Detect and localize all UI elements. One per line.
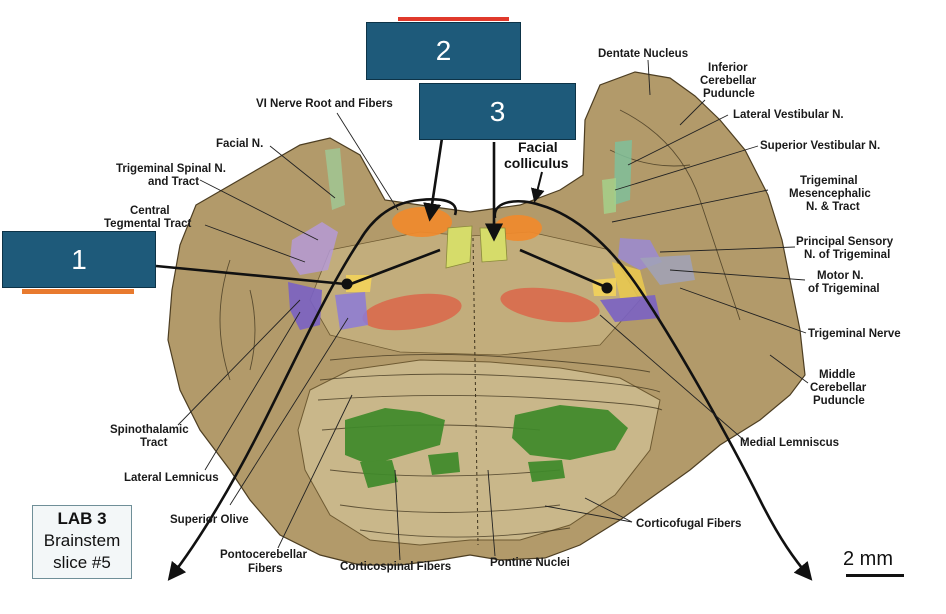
label-mcp-1: Middle	[819, 369, 855, 381]
lab-slice: slice #5	[53, 553, 111, 572]
label-corticospinal: Corticospinal Fibers	[340, 561, 451, 573]
corticospinal-left-3	[428, 452, 460, 475]
label-mcp-3: Puduncle	[813, 395, 865, 407]
mlf-left	[445, 225, 473, 269]
label-facial-colliculus-2: colliculus	[504, 155, 569, 171]
vi-nucleus-right	[494, 215, 542, 241]
number-box-3: 3	[419, 83, 576, 140]
label-spinothalamic-1: Spinothalamic	[110, 424, 189, 436]
label-trig-spinal-1: Trigeminal Spinal N.	[116, 163, 226, 175]
label-lateral-lemniscus: Lateral Lemnicus	[124, 472, 219, 484]
superior-vestibular-right	[602, 178, 616, 214]
facial-n-left	[325, 148, 345, 210]
medial-lemniscus-right	[500, 287, 600, 323]
label-pontocerebellar-1: Pontocerebellar	[220, 549, 307, 561]
medial-lemniscus-left	[362, 293, 462, 331]
corticospinal-right-2	[528, 460, 565, 482]
label-motor-n-2: of Trigeminal	[808, 283, 880, 295]
label-central-tegmental-2: Tegmental Tract	[104, 218, 192, 230]
label-medial-lemniscus: Medial Lemniscus	[740, 437, 839, 449]
number-box-1: 1	[2, 231, 156, 288]
spinothalamic-right	[600, 295, 660, 322]
marker-dot-right	[601, 282, 613, 294]
trigeminal-spinal-left	[290, 222, 338, 275]
label-trig-spinal-2: and Tract	[148, 176, 199, 188]
lateral-vestibular-right	[614, 140, 632, 205]
arrow-right-path	[493, 199, 813, 581]
lab-subtitle: Brainstem	[43, 531, 121, 550]
number-box-2: 2	[366, 22, 521, 80]
label-trig-mes-1: Trigeminal	[800, 175, 858, 187]
label-trig-mes-2: Mesencephalic	[789, 188, 871, 200]
corticospinal-right	[512, 405, 628, 460]
box2-arrow	[423, 137, 444, 222]
vi-nerve-root-line	[347, 248, 609, 290]
label-motor-n-1: Motor N.	[817, 270, 864, 282]
label-spinothalamic-2: Tract	[140, 437, 168, 449]
leader-lines	[177, 59, 809, 561]
label-vi-nerve: VI Nerve Root and Fibers	[256, 98, 393, 110]
label-trigeminal-nerve: Trigeminal Nerve	[808, 328, 901, 340]
scale-bar-label: 2 mm	[843, 548, 893, 570]
superior-olive-left	[335, 292, 368, 330]
label-principal-sensory-1: Principal Sensory	[796, 236, 894, 248]
label-principal-sensory-2: N. of Trigeminal	[804, 249, 890, 261]
label-superior-olive: Superior Olive	[170, 514, 249, 526]
pons-section	[167, 71, 806, 566]
label-inferior-cerebellar-2: Cerebellar	[700, 75, 757, 87]
colored-structures	[288, 140, 695, 331]
box1-line	[155, 264, 346, 286]
annotation-arrows	[155, 137, 813, 581]
label-mcp-2: Cerebellar	[810, 382, 867, 394]
label-pontocerebellar-2: Fibers	[248, 563, 283, 575]
label-corticofugal: Corticofugal Fibers	[636, 518, 741, 530]
facial-colliculus-arrow	[530, 171, 545, 203]
label-central-tegmental-1: Central	[130, 205, 170, 217]
corticospinal-bundles	[345, 405, 628, 488]
structure-labels: Dentate Nucleus Inferior Cerebellar Pudu…	[104, 48, 901, 575]
accent-bar-orange	[22, 289, 134, 294]
accent-bar-red	[398, 17, 509, 21]
label-inferior-cerebellar-3: Puduncle	[703, 88, 755, 100]
arrow-left-path	[167, 198, 458, 581]
label-pontine-nuclei: Pontine Nuclei	[490, 557, 570, 569]
scale-bar	[846, 574, 904, 577]
lab-title: LAB 3	[57, 509, 107, 528]
label-superior-vestibular: Superior Vestibular N.	[760, 140, 880, 152]
label-trig-mes-3: N. & Tract	[806, 201, 860, 213]
corticospinal-left	[345, 408, 445, 465]
label-inferior-cerebellar-1: Inferior	[708, 62, 748, 74]
label-facial-colliculus-1: Facial	[518, 139, 558, 155]
lab-label-box: LAB 3 Brainstem slice #5	[32, 505, 132, 579]
motor-n-trigeminal-right	[640, 255, 695, 285]
corticospinal-left-2	[360, 460, 398, 488]
label-lateral-vestibular: Lateral Vestibular N.	[733, 109, 844, 121]
marker-dot-left	[341, 278, 353, 290]
label-dentate-nucleus: Dentate Nucleus	[598, 48, 688, 60]
label-facial-n: Facial N.	[216, 138, 263, 150]
vi-nucleus-left	[392, 207, 452, 237]
